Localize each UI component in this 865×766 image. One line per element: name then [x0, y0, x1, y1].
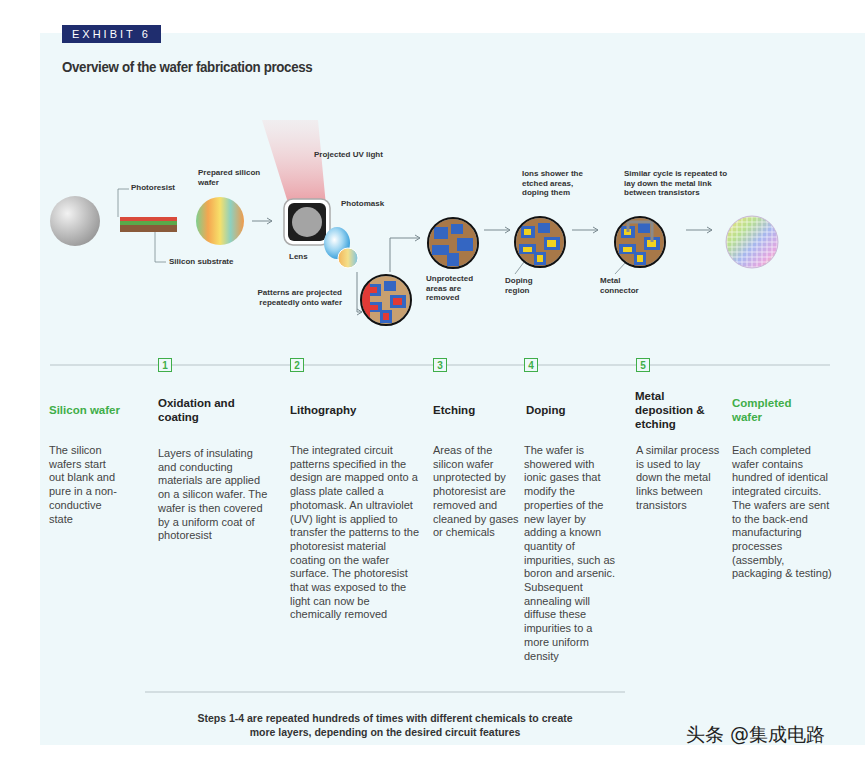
part-label: Lens [289, 252, 319, 262]
column-text: Areas of the silicon wafer unprotected b… [433, 444, 519, 540]
metal-wafer [614, 216, 666, 268]
node-text: 1 [162, 360, 168, 371]
column-heading: Silicon wafer [49, 403, 149, 417]
part-label: Patterns are projected repeatedly onto w… [222, 288, 342, 307]
column-heading: Metal deposition & etching [635, 389, 715, 431]
litho-wafer [360, 274, 412, 326]
node-text: 3 [437, 360, 443, 371]
part-label: Ions shower the etched areas, doping the… [522, 169, 602, 198]
divider-line [145, 692, 625, 693]
column-heading: Etching [433, 403, 518, 417]
part-label: Photomask [341, 199, 401, 209]
background-panel [40, 33, 865, 745]
step-number: 1 [158, 358, 172, 372]
part-label: Photoresist [131, 183, 191, 193]
step-number: 4 [524, 358, 538, 372]
column-text: A similar process is used to lay down th… [636, 444, 728, 513]
part-label: Projected UV light [314, 150, 384, 160]
column-text: Layers of insulating and conducting mate… [158, 447, 272, 543]
step-number: 5 [636, 358, 650, 372]
step-number: 3 [433, 358, 447, 372]
watermark: 头条 @集成电路 [686, 722, 825, 748]
part-label: Metal connector [600, 276, 655, 295]
column-heading: Completed wafer [732, 396, 817, 424]
column-text: The silicon wafers start out blank and p… [49, 444, 123, 526]
leader-lines [118, 189, 626, 274]
prepared-wafer [196, 197, 244, 245]
etched-wafer [427, 217, 479, 269]
part-label: Doping region [505, 276, 555, 295]
column-heading: Lithography [290, 403, 420, 417]
column-heading: Doping [526, 403, 616, 417]
node-text: EXHIBIT 6 [72, 28, 151, 40]
doped-wafer [514, 216, 566, 268]
column-text: The integrated circuit patterns specifie… [290, 444, 422, 622]
part-label: Similar cycle is repeated to lay down th… [624, 169, 736, 198]
node-text: 4 [528, 360, 534, 371]
part-label: Silicon substrate [169, 257, 259, 267]
photomask [284, 199, 330, 245]
blank-wafer [50, 196, 100, 246]
small-wafer [338, 248, 358, 268]
part-label: Prepared silicon wafer [198, 168, 268, 187]
completed-wafer [726, 216, 778, 268]
layer-stack [120, 217, 177, 232]
node-text: 5 [640, 360, 646, 371]
node-text: 2 [294, 360, 300, 371]
uv-beam [262, 120, 326, 206]
diagram-title: Overview of the wafer fabrication proces… [62, 58, 312, 76]
exhibit-tag: EXHIBIT 6 [62, 25, 161, 43]
column-text: Each completed wafer contains hundred of… [732, 444, 832, 581]
column-heading: Oxidation and coating [158, 396, 278, 424]
step-number: 2 [290, 358, 304, 372]
part-label: Unprotected areas are removed [426, 274, 488, 303]
column-text: The wafer is showered with ionic gases t… [524, 444, 618, 663]
footnote: Steps 1-4 are repeated hundreds of times… [185, 711, 585, 739]
